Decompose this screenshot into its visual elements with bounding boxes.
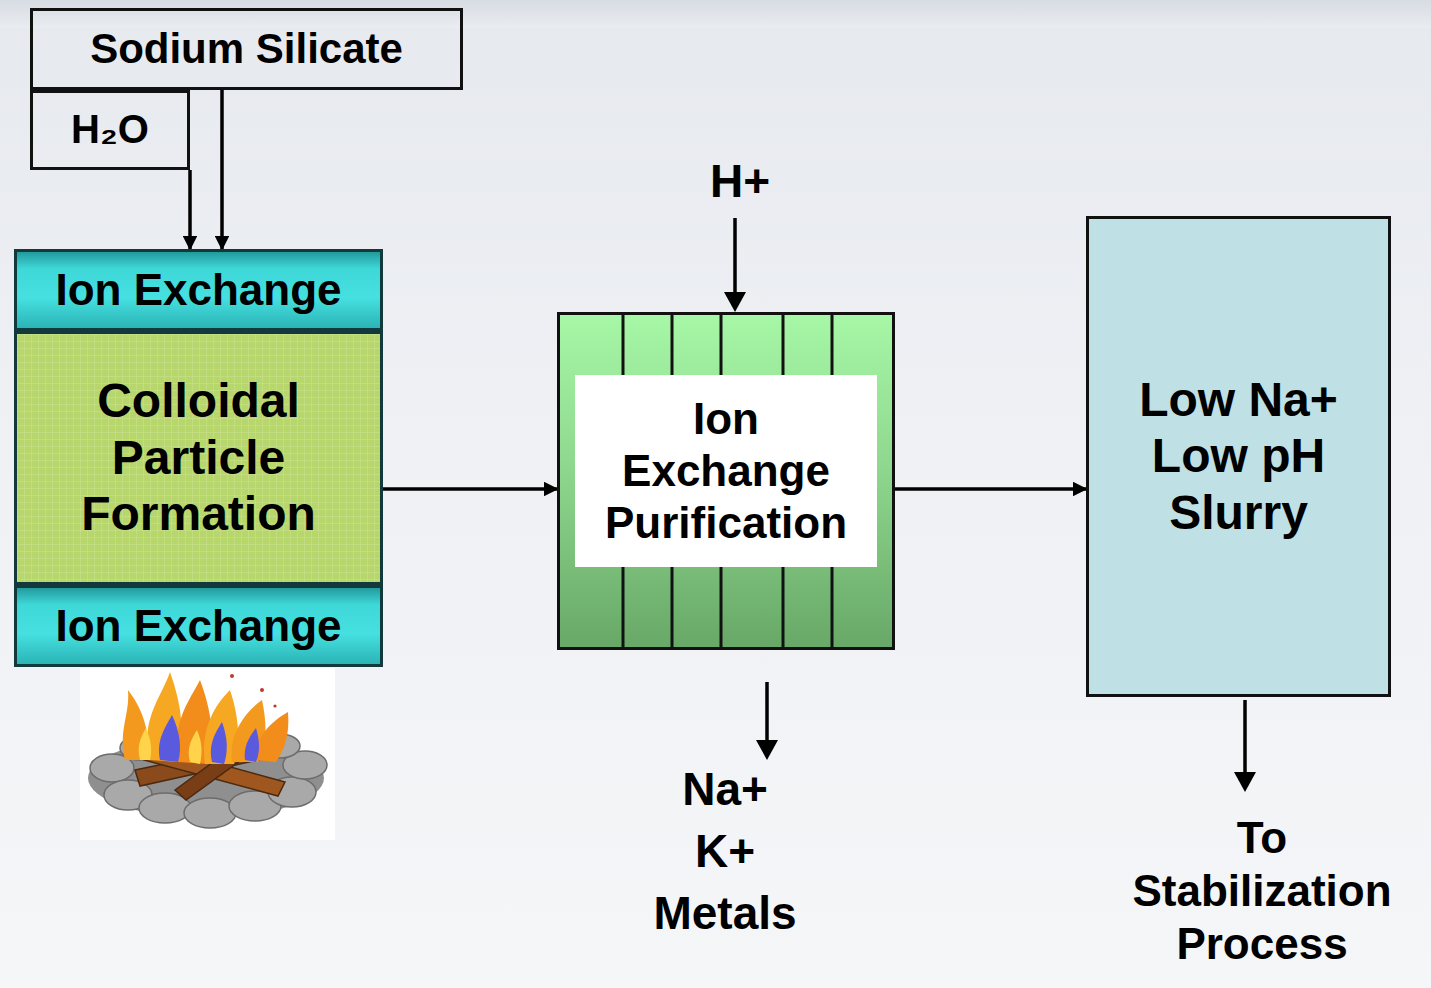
ion-exchange-band: Ion Exchange bbox=[14, 249, 383, 331]
destination-label: To Stabilization Process bbox=[1103, 812, 1421, 970]
process-box: Colloidal Particle Formation bbox=[14, 331, 383, 585]
purification-column: Ion Exchange Purification bbox=[557, 312, 895, 650]
node-label: H₂O bbox=[71, 106, 149, 153]
ion-exchange-band: Ion Exchange bbox=[14, 585, 383, 667]
node-label: Sodium Silicate bbox=[90, 24, 403, 74]
node-label: Ion Exchange bbox=[55, 600, 341, 652]
flow-arrow bbox=[895, 487, 1086, 491]
label-panel: Ion Exchange Purification bbox=[575, 375, 877, 567]
top-band bbox=[0, 0, 1431, 28]
input-box: Sodium Silicate bbox=[30, 8, 463, 90]
campfire-illustration bbox=[80, 662, 335, 840]
output-label: K+ bbox=[625, 824, 825, 879]
flow-arrow bbox=[220, 90, 224, 249]
product-tank: Low Na+ Low pH Slurry bbox=[1086, 216, 1391, 697]
output-label: Metals bbox=[605, 886, 845, 941]
flow-arrow bbox=[188, 170, 192, 249]
output-label: Na+ bbox=[625, 762, 825, 817]
input-box: H₂O bbox=[30, 90, 190, 170]
reagent-label: H+ bbox=[680, 154, 800, 209]
node-label: Colloidal Particle Formation bbox=[34, 373, 364, 543]
flow-arrow bbox=[383, 487, 557, 491]
node-label: Low Na+ Low pH Slurry bbox=[1119, 372, 1359, 542]
node-label: Ion Exchange bbox=[55, 264, 341, 316]
node-label: Ion Exchange Purification bbox=[595, 393, 857, 549]
